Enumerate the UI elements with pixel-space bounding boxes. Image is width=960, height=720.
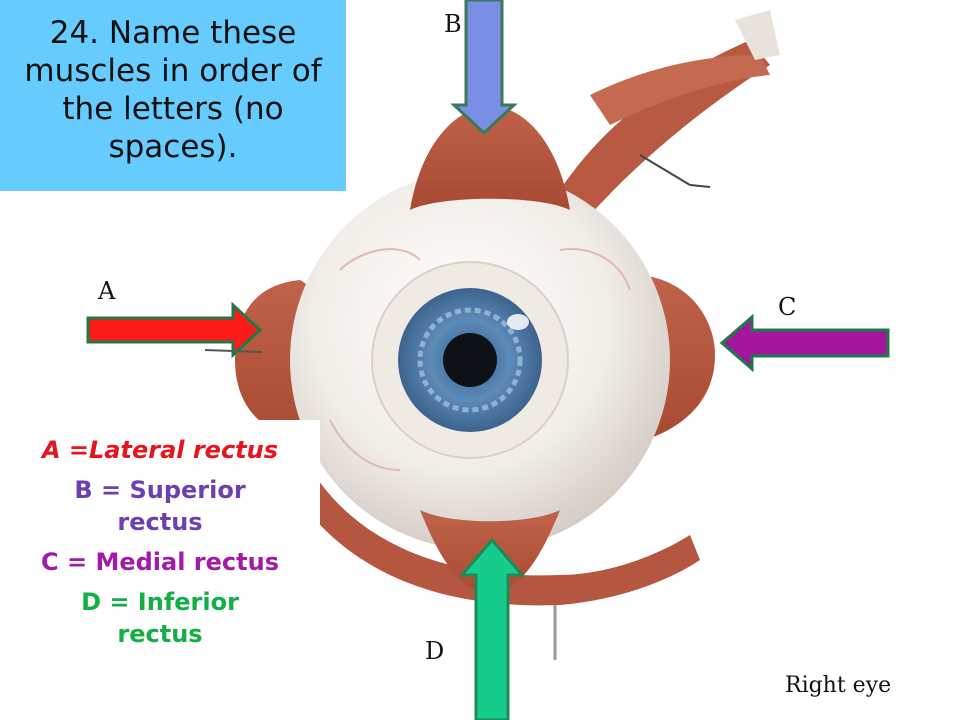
label-b: B (444, 10, 462, 38)
arrow-d-shape (458, 537, 526, 720)
answer-key: A =Lateral rectus B = Superior rectus C … (0, 420, 320, 720)
iris-inner-ring (417, 307, 523, 413)
label-c: C (778, 293, 797, 321)
arrow-a-shape (86, 301, 263, 359)
eye-side-caption: Right eye (785, 673, 892, 698)
arrow-d (458, 537, 526, 720)
cornea-highlight (507, 314, 529, 330)
answer-c: C = Medial rectus (41, 548, 279, 576)
arrow-c-shape (719, 313, 890, 373)
arrow-c (719, 313, 890, 373)
answer-d: D = Inferior rectus (81, 588, 239, 648)
arrow-b (450, 0, 518, 136)
question-box: 24. Name these muscles in order of the l… (0, 0, 346, 191)
answer-b: B = Superior rectus (74, 476, 246, 536)
arrow-a (86, 301, 263, 359)
superior-oblique-muscle (560, 10, 780, 215)
superior-rectus-muscle (410, 105, 570, 210)
pupil (443, 333, 497, 387)
answer-a: A =Lateral rectus (41, 436, 279, 464)
label-a: A (98, 277, 116, 305)
inferior-oblique-muscle (270, 440, 700, 660)
label-d: D (425, 637, 445, 665)
arrow-b-shape (450, 0, 518, 136)
question-text: 24. Name these muscles in order of the l… (24, 15, 322, 165)
